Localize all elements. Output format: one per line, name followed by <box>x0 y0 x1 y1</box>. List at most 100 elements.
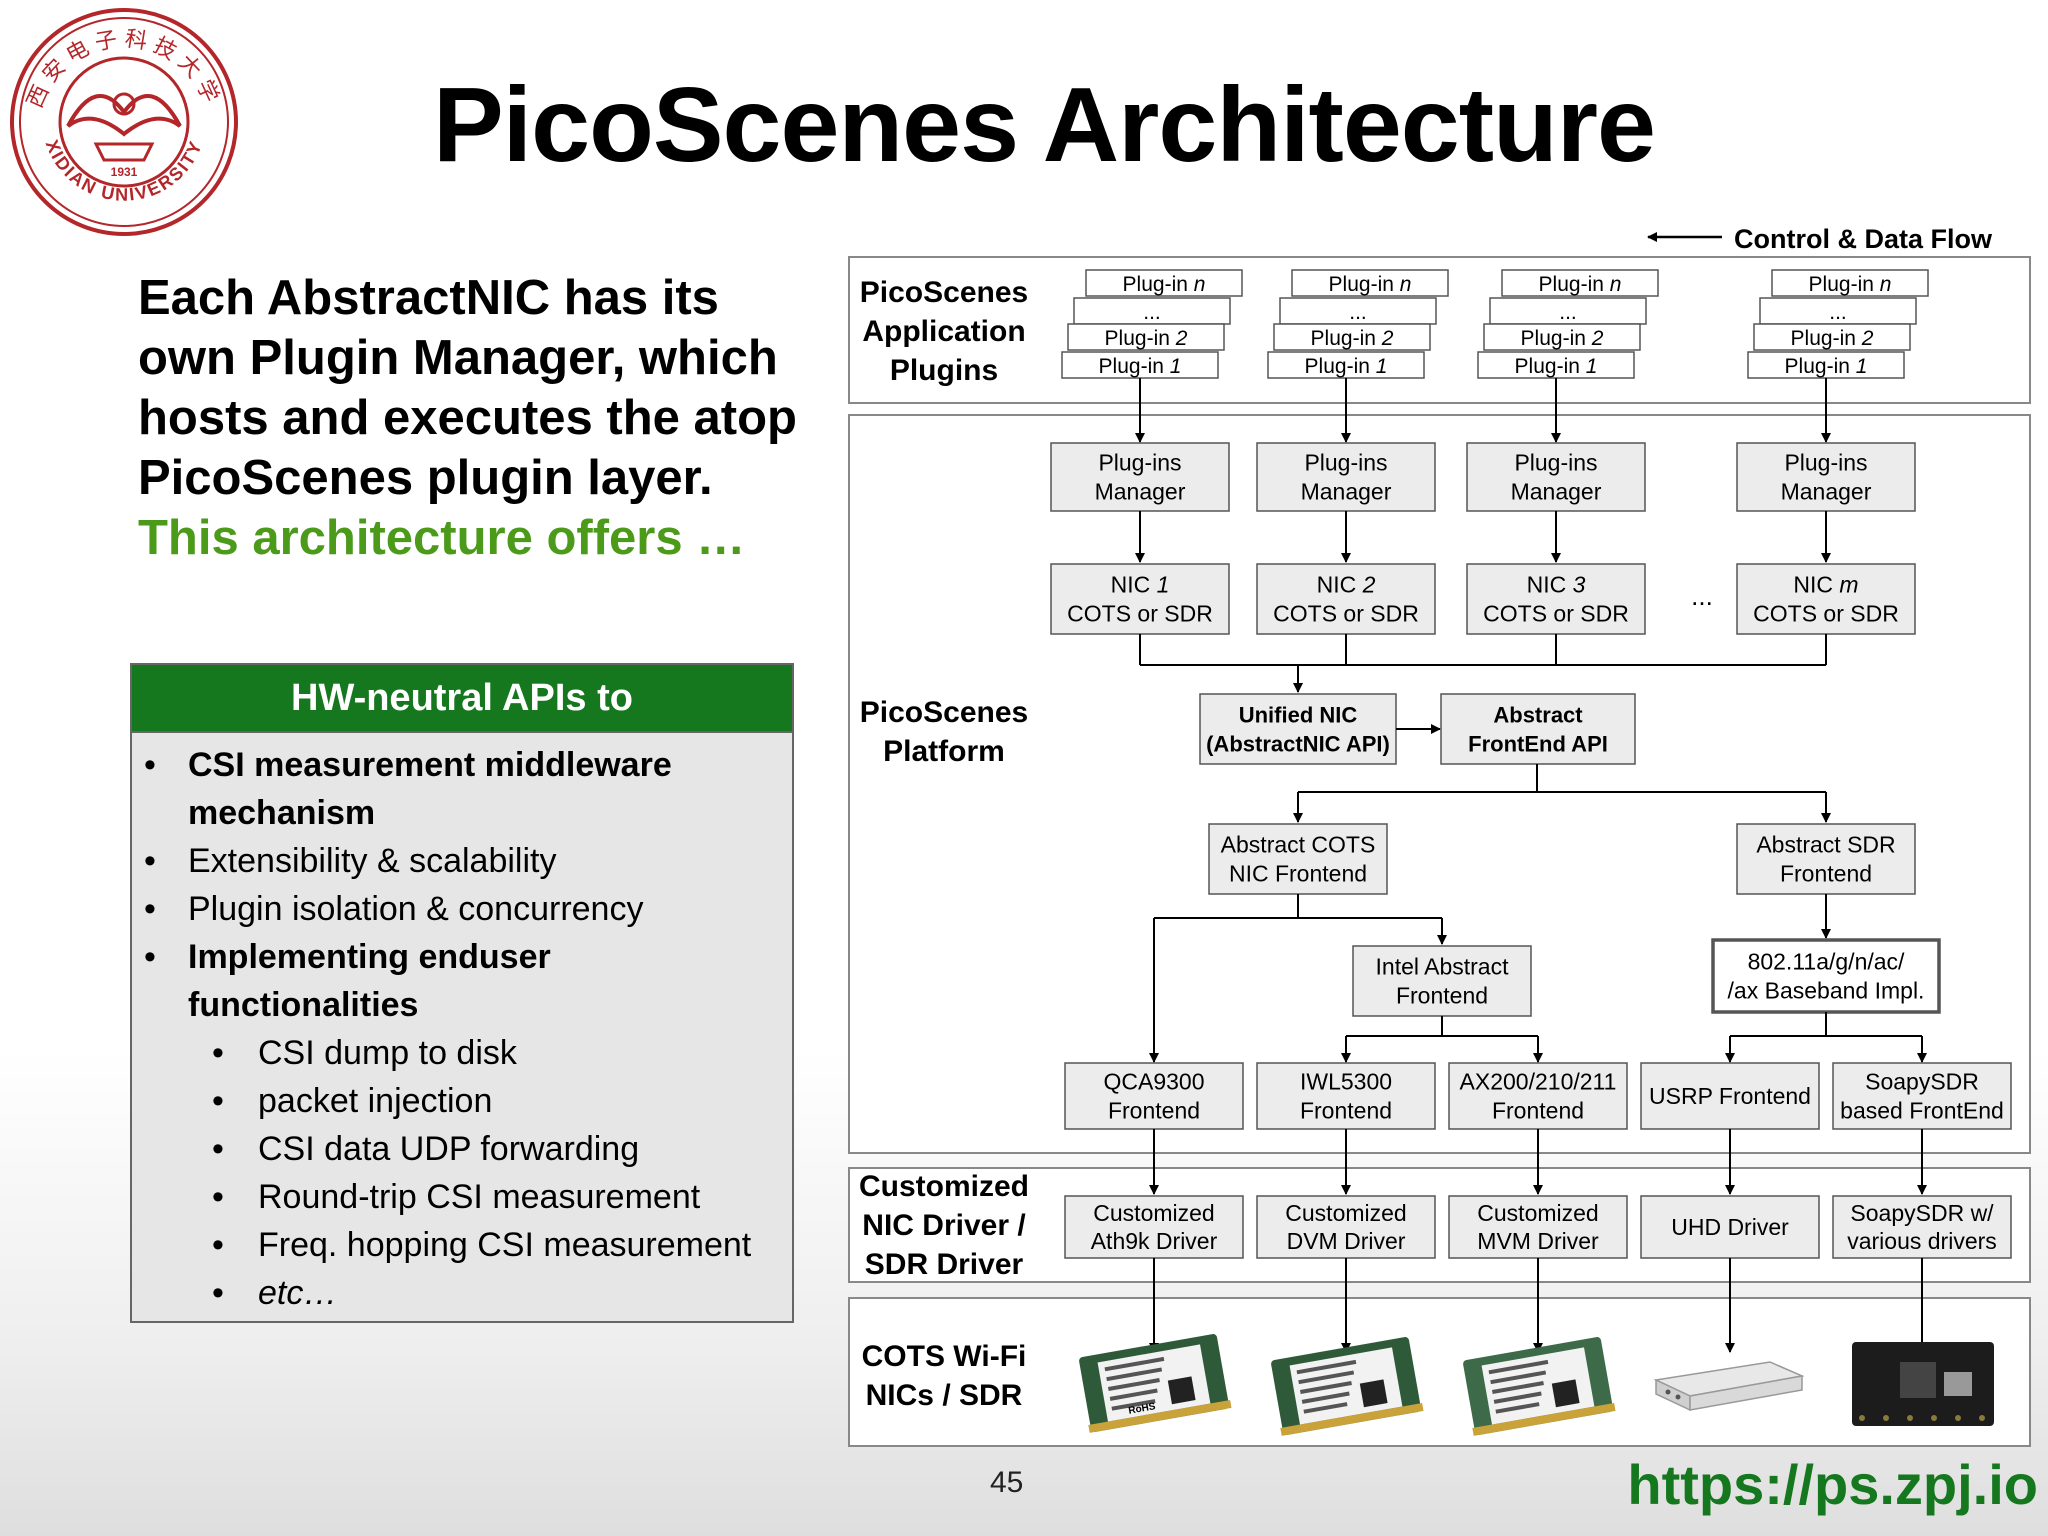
nic-col1-frame <box>1050 563 1230 635</box>
driver-qca9300-box-text: Customized <box>1093 1200 1214 1226</box>
plugin-2-box-col3-text: Plug-in 2 <box>1521 327 1604 350</box>
section-platform-line2: Platform <box>883 735 1005 768</box>
slide-title: PicoScenes Architecture <box>432 66 1656 184</box>
driver-usrp-box-frame <box>1640 1195 1820 1259</box>
frontend-ax200-box-text: AX200/210/211 <box>1460 1069 1617 1095</box>
section-hardware-line1: COTS Wi-Fi <box>862 1340 1027 1373</box>
driver-iwl5300-box-text: DVM Driver <box>1287 1228 1406 1254</box>
bullet-icon: • <box>212 1082 224 1120</box>
plugin-dots-box-col4: ... <box>1759 297 1917 325</box>
nic-col3-frame <box>1466 563 1646 635</box>
section-plugins-line3: Plugins <box>890 354 998 387</box>
platform-section-frame <box>848 414 2031 1154</box>
hw-list-item-text: Freq. hopping CSI measurement <box>258 1226 752 1264</box>
abstract-sdr-box-text: Abstract SDR <box>1756 832 1895 858</box>
usrp-device-icon <box>1653 1361 1805 1412</box>
abstract-frontend-api-box-text: Abstract <box>1493 703 1583 728</box>
page-number: 45 <box>990 1466 1024 1499</box>
plugin-n-box-col4: Plug-in n <box>1771 269 1929 297</box>
hw-list-item: functionalities <box>132 981 792 1029</box>
plugin-1-box-col3-frame <box>1477 351 1635 379</box>
hw-list-item-text: Extensibility & scalability <box>188 842 557 880</box>
plugins-manager-col2-frame <box>1256 442 1436 512</box>
plugin-dots-box-col3: ... <box>1489 297 1647 325</box>
hw-list-item-text: functionalities <box>188 986 419 1024</box>
hw-neutral-apis-box: HW-neutral APIs to •CSI measurement midd… <box>130 663 794 1323</box>
wifi-nic-card-icon: RoHS <box>1079 1334 1232 1433</box>
section-hardware-line2: NICs / SDR <box>866 1379 1023 1412</box>
plugin-1-box-col1-text: Plug-in 1 <box>1099 355 1182 378</box>
baseband-impl-box-frame <box>1711 938 1941 1014</box>
website-url[interactable]: https://ps.zpj.io <box>1627 1453 2038 1516</box>
frontend-usrp-box: USRP Frontend <box>1640 1062 1820 1130</box>
driver-ax200-box-text: MVM Driver <box>1477 1228 1599 1254</box>
hw-list-item: •etc… <box>132 1269 792 1317</box>
driver-usrp-box-text: UHD Driver <box>1671 1214 1789 1240</box>
plugin-n-box-col4-frame <box>1771 269 1929 297</box>
frontend-soapysdr-box-frame <box>1832 1062 2012 1130</box>
section-driver-line2: NIC Driver / <box>862 1209 1026 1242</box>
wifi-nic-card-icon <box>1463 1337 1616 1436</box>
bullet-icon: • <box>144 938 156 976</box>
hw-list-item-text: Round-trip CSI measurement <box>258 1178 701 1216</box>
hw-list-item-text: mechanism <box>188 794 376 832</box>
hw-list-item-text: Plugin isolation & concurrency <box>188 890 644 928</box>
plugin-1-box-col1-frame <box>1061 351 1219 379</box>
plugin-n-box-col2-frame <box>1291 269 1449 297</box>
hw-list-item: •CSI dump to disk <box>132 1029 792 1077</box>
plugin-n-box-col3: Plug-in n <box>1501 269 1659 297</box>
plugin-n-box-col1-frame <box>1085 269 1243 297</box>
unified-nic-box: Unified NIC(AbstractNIC API) <box>1199 693 1397 765</box>
hw-list-item-text: CSI dump to disk <box>258 1034 517 1072</box>
frontend-soapysdr-box-text: SoapySDR <box>1865 1069 1979 1095</box>
unified-nic-box-text: (AbstractNIC API) <box>1206 732 1390 757</box>
hw-list-item: • Round-trip CSI measurement <box>132 1173 792 1221</box>
section-plugins-line2: Application <box>862 315 1025 348</box>
hw-list-item-text: Implementing enduser <box>188 938 551 976</box>
hw-list-item: •CSI measurement middleware <box>132 741 792 789</box>
plugins-manager-col4-text: Manager <box>1781 479 1872 505</box>
hw-list-item-text: CSI measurement middleware <box>188 746 672 784</box>
plugin-dots-box-col1-frame <box>1073 297 1231 325</box>
plugins-manager-col4-frame <box>1736 442 1916 512</box>
rohs-label: RoHS <box>1128 1401 1157 1417</box>
plugin-1-box-col4: Plug-in 1 <box>1747 351 1905 379</box>
hw-list-item: • Implementing enduser <box>132 933 792 981</box>
frontend-qca9300-box-text: QCA9300 <box>1103 1069 1204 1095</box>
plugin-dots-box-col3-text: ... <box>1559 301 1577 324</box>
driver-soapysdr-box-text: various drivers <box>1847 1228 1997 1254</box>
abstract-sdr-box-text: Frontend <box>1780 861 1872 887</box>
hw-list-item-text: packet injection <box>258 1082 493 1120</box>
bullet-icon: • <box>212 1130 224 1168</box>
plugin-2-box-col4: Plug-in 2 <box>1753 323 1911 351</box>
hw-list-item: •Freq. hopping CSI measurement <box>132 1221 792 1269</box>
description-black-text: Each AbstractNIC has its own Plugin Mana… <box>138 271 797 505</box>
abstract-sdr-box-frame <box>1736 823 1916 895</box>
frontend-iwl5300-box-frame <box>1256 1062 1436 1130</box>
hw-list-item: • packet injection <box>132 1077 792 1125</box>
frontend-ax200-box-frame <box>1448 1062 1628 1130</box>
abstract-cots-box-frame <box>1208 823 1388 895</box>
driver-iwl5300-box-frame <box>1256 1195 1436 1259</box>
plugins-manager-col3-text: Plug-ins <box>1514 450 1597 476</box>
plugin-2-box-col2: Plug-in 2 <box>1273 323 1431 351</box>
nic-col3-text: NIC 3 <box>1527 572 1586 598</box>
plugin-1-box-col1: Plug-in 1 <box>1061 351 1219 379</box>
plugin-n-box-col2-text: Plug-in n <box>1329 273 1412 296</box>
bullet-icon: • <box>212 1178 224 1216</box>
plugin-dots-box-col1: ... <box>1073 297 1231 325</box>
section-driver-line3: SDR Driver <box>865 1248 1024 1281</box>
plugin-n-box-col3-frame <box>1501 269 1659 297</box>
frontend-qca9300-box-text: Frontend <box>1108 1098 1200 1124</box>
